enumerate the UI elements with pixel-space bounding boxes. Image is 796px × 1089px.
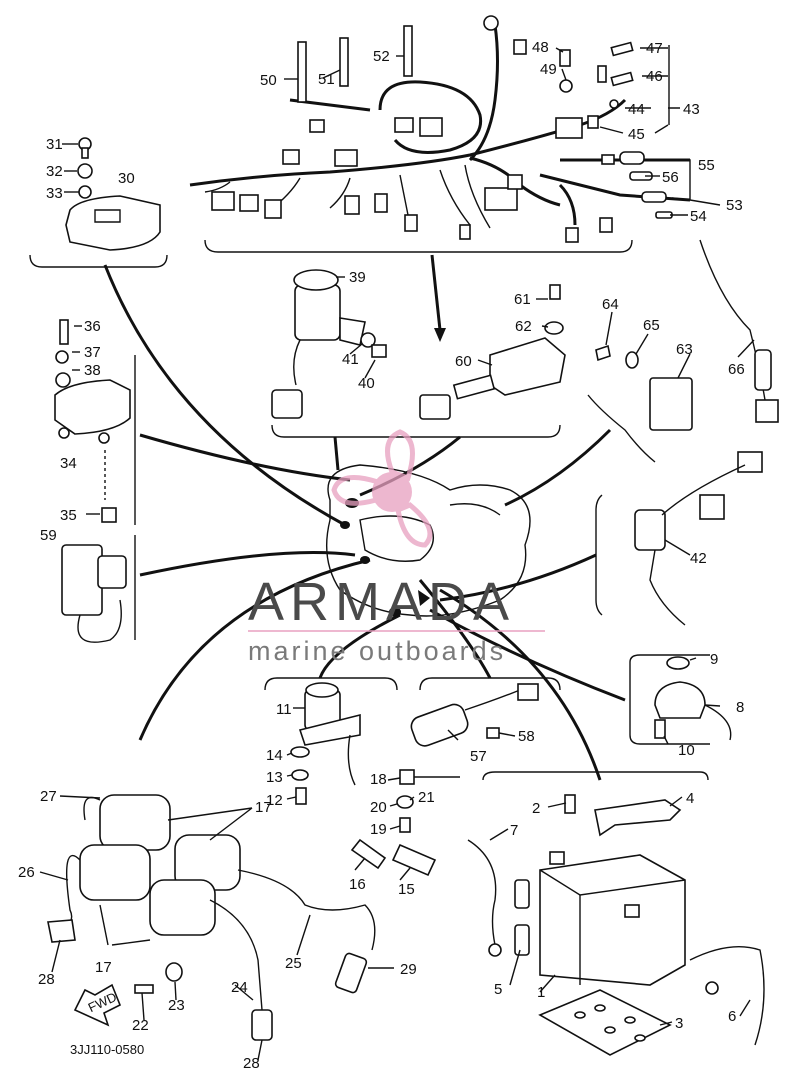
callout-3: 3 <box>675 1015 683 1032</box>
part-39-main-switch <box>271 269 387 419</box>
callout-63: 63 <box>676 341 693 358</box>
watermark-brand: ARMADA <box>248 572 515 632</box>
callout-38: 38 <box>84 362 101 379</box>
callout-49: 49 <box>540 61 557 78</box>
callout-45: 45 <box>628 126 645 143</box>
callout-21: 21 <box>418 789 435 806</box>
part-30-cdi-unit <box>65 137 161 251</box>
callout-18: 18 <box>370 771 387 788</box>
watermark: ARMADA marine outboards <box>248 429 545 666</box>
callout-48: 48 <box>532 39 549 56</box>
callout-34: 34 <box>60 455 77 472</box>
armada-propeller-logo <box>331 429 433 548</box>
callout-20: 20 <box>370 799 387 816</box>
callout-11: 11 <box>276 701 292 718</box>
callout-13: 13 <box>266 769 283 786</box>
part-59-relay <box>61 544 127 643</box>
callout-32: 32 <box>46 163 63 180</box>
part-34-relay <box>54 319 131 523</box>
callout-64: 64 <box>602 296 619 313</box>
callout-10: 10 <box>678 742 695 759</box>
callout-52: 52 <box>373 48 390 65</box>
part-8-horn <box>654 656 732 741</box>
callout-46: 46 <box>646 68 663 85</box>
part-42-sensor <box>634 451 763 626</box>
callout-14: 14 <box>266 747 283 764</box>
callout-7: 7 <box>510 822 518 839</box>
fwd-arrow: FWD <box>73 983 122 1027</box>
callout-6: 6 <box>728 1008 736 1025</box>
callout-66: 66 <box>728 361 745 378</box>
callout-2: 2 <box>532 800 540 817</box>
part-11-starter-relay <box>290 682 361 805</box>
callout-24: 24 <box>231 979 248 996</box>
callout-36: 36 <box>84 318 101 335</box>
callout-37: 37 <box>84 344 101 361</box>
callout-27: 27 <box>40 788 57 805</box>
callout-15: 15 <box>398 881 415 898</box>
diagram-code: 3JJ110-0580 <box>70 1042 144 1057</box>
callout-57: 57 <box>470 748 487 765</box>
watermark-tagline: marine outboards <box>248 636 506 666</box>
part-17-ignition-coils <box>47 794 376 1041</box>
callout-43: 43 <box>683 101 700 118</box>
callout-44: 44 <box>628 101 645 118</box>
callout-53: 53 <box>726 197 743 214</box>
callout-51: 51 <box>318 71 335 88</box>
callout-31: 31 <box>46 136 63 153</box>
callout-8: 8 <box>736 699 744 716</box>
callout-23: 23 <box>168 997 185 1014</box>
callout-22: 22 <box>132 1017 149 1034</box>
callout-65: 65 <box>643 317 660 334</box>
part-63-flasher <box>595 239 779 431</box>
callout-60: 60 <box>455 353 472 370</box>
callout-30: 30 <box>118 170 135 187</box>
callout-28a: 28 <box>38 971 55 988</box>
part-15-16-switches <box>350 769 460 877</box>
callout-33: 33 <box>46 185 63 202</box>
callout-39: 39 <box>349 269 366 286</box>
part-1-battery <box>467 794 765 1056</box>
part-60-ignitor <box>419 284 566 420</box>
callout-9: 9 <box>710 651 718 668</box>
wire-harness <box>189 15 691 243</box>
callout-28b: 28 <box>243 1055 260 1072</box>
callout-62: 62 <box>515 318 532 335</box>
callout-47: 47 <box>646 40 663 57</box>
callout-26: 26 <box>18 864 35 881</box>
callout-35: 35 <box>60 507 77 524</box>
callout-56: 56 <box>662 169 679 186</box>
callout-labels: 1 2 3 4 5 6 7 8 9 10 11 12 13 14 15 16 1… <box>18 39 745 1072</box>
callout-5: 5 <box>494 981 502 998</box>
callout-19: 19 <box>370 821 387 838</box>
callout-29: 29 <box>400 961 417 978</box>
callout-4: 4 <box>686 790 694 807</box>
callout-58: 58 <box>518 728 535 745</box>
callout-55: 55 <box>698 157 715 174</box>
callout-59: 59 <box>40 527 57 544</box>
callout-54: 54 <box>690 208 707 225</box>
callout-1: 1 <box>537 984 545 1001</box>
callout-12: 12 <box>266 792 283 809</box>
callout-17b: 17 <box>95 959 112 976</box>
callout-16: 16 <box>349 876 366 893</box>
callout-50: 50 <box>260 72 277 89</box>
callout-leaders <box>39 47 755 1061</box>
callout-61: 61 <box>514 291 531 308</box>
callout-41: 41 <box>342 351 359 368</box>
callout-25: 25 <box>285 955 302 972</box>
callout-17a: 17 <box>255 799 272 816</box>
leader-lines <box>103 254 626 781</box>
callout-40: 40 <box>358 375 375 392</box>
callout-42: 42 <box>690 550 707 567</box>
